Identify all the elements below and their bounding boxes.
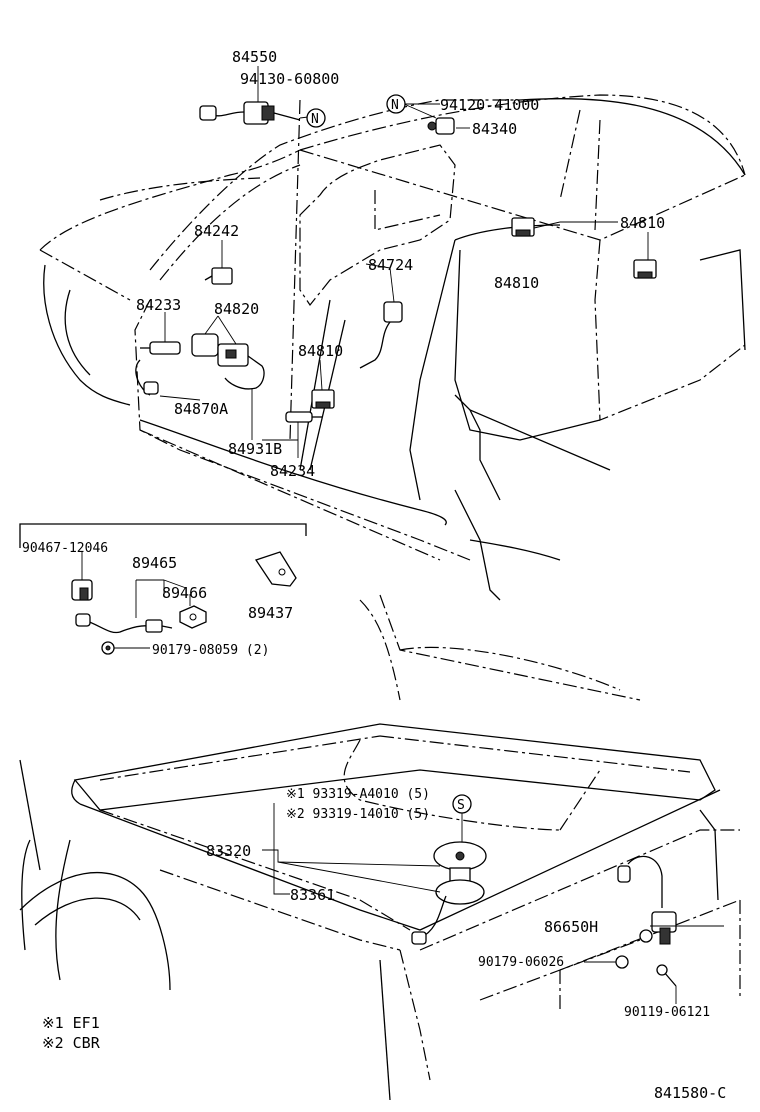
lower-leaders	[262, 803, 724, 1004]
part-90467-clamp	[71, 579, 93, 601]
inset-frame	[19, 523, 307, 548]
upper-leaders	[159, 66, 649, 458]
label-84233: 84233	[136, 296, 181, 314]
marker-s: S	[452, 794, 472, 814]
label-84810-lower: 84810	[298, 342, 343, 360]
label-84340: 84340	[472, 120, 517, 138]
svg-text:S: S	[457, 798, 465, 813]
part-84810-block-b	[633, 259, 657, 279]
part-89466-gasket	[179, 605, 207, 629]
label-90179-08059: 90179-08059 (2)	[152, 643, 269, 658]
part-84234-sensor	[285, 411, 322, 423]
part-84242-relay	[204, 267, 233, 285]
part-84724-wire	[359, 301, 403, 369]
label-84242: 84242	[194, 222, 239, 240]
part-90179-06026-nut	[615, 955, 629, 969]
part-84340-switch	[427, 117, 455, 135]
label-90119-06121: 90119-06121	[624, 1005, 710, 1020]
part-89465-sensor	[75, 613, 173, 634]
label-84820: 84820	[214, 300, 259, 318]
label-94120-41000: 94120-41000	[440, 96, 539, 114]
label-84931b: 84931B	[228, 440, 282, 458]
part-84810-block-c	[311, 389, 335, 409]
label-90467-12046: 90467-12046	[22, 541, 108, 556]
part-84233-sensor	[140, 341, 181, 355]
label-93319-a4010: ※1 93319-A4010 (5)	[286, 787, 430, 802]
marker-n-1: N	[306, 108, 326, 128]
label-94130-60800: 94130-60800	[240, 70, 339, 88]
label-93319-14010: ※2 93319-14010 (5)	[286, 807, 430, 822]
svg-text:N: N	[391, 98, 399, 113]
part-84810-block-a	[511, 217, 535, 237]
label-89466: 89466	[162, 584, 207, 602]
part-90179-nut	[101, 641, 115, 655]
label-84550: 84550	[232, 48, 277, 66]
label-86650h: 86650H	[544, 918, 598, 936]
part-84550-switch	[199, 101, 301, 125]
diagram-id: 841580-C	[654, 1084, 726, 1102]
inset-leaders	[81, 552, 191, 649]
legend-note-2: ※2 CBR	[42, 1034, 101, 1052]
part-90119-06121-bolt	[656, 964, 677, 987]
label-89465: 89465	[132, 554, 177, 572]
label-84724: 84724	[368, 256, 413, 274]
label-84870a: 84870A	[174, 400, 228, 418]
label-90179-06026: 90179-06026	[478, 955, 564, 970]
label-89437: 89437	[248, 604, 293, 622]
part-84870-wire	[135, 359, 159, 396]
marker-n-2: N	[386, 94, 406, 114]
legend-note-1: ※1 EF1	[42, 1014, 100, 1032]
label-84810-center: 84810	[494, 274, 539, 292]
part-83361-carrier-body	[411, 867, 485, 945]
label-84234: 84234	[270, 462, 315, 480]
part-83320-carrier-plate	[433, 841, 487, 871]
svg-text:N: N	[311, 112, 319, 127]
label-83361: 83361	[290, 886, 335, 904]
label-84810-right: 84810	[620, 214, 665, 232]
bed-outline	[19, 594, 741, 1101]
label-83320: 83320	[206, 842, 251, 860]
part-86650h-sensor	[617, 855, 677, 945]
part-89437-bracket	[254, 551, 297, 587]
part-84820-switch	[191, 333, 265, 390]
